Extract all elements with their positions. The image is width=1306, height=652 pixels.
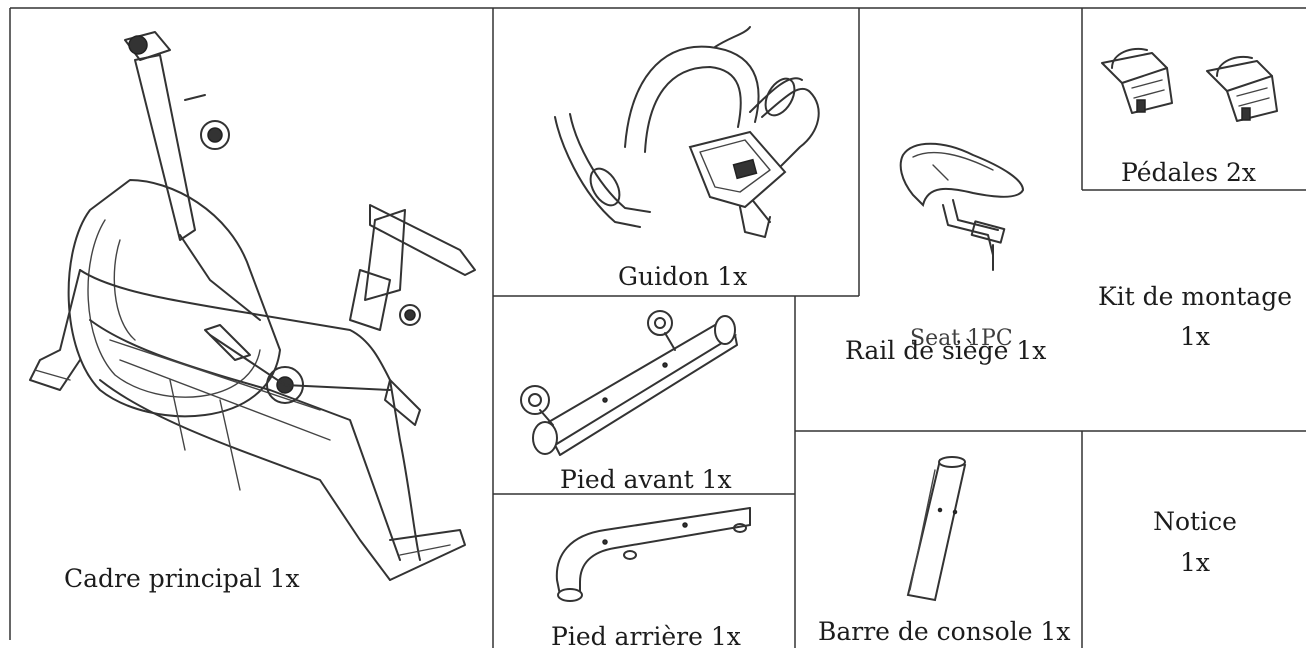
bike-frame-illustration	[29, 31, 476, 581]
pedals-illustration	[1101, 48, 1278, 122]
seat-illustration	[899, 142, 1025, 271]
rear-foot-illustration	[555, 507, 751, 602]
pedals-label: Pédales 2x	[1121, 158, 1256, 187]
handlebar-label: Guidon 1x	[618, 262, 748, 291]
rear-foot-label: Pied arrière 1x	[551, 622, 741, 651]
mount-kit-label: Kit de montage	[1097, 282, 1293, 311]
main-frame-label: Cadre principal 1x	[64, 564, 300, 593]
front-foot-label: Pied avant 1x	[560, 465, 732, 494]
mount-kit-qty: 1x	[1179, 322, 1210, 351]
front-foot-illustration	[520, 310, 738, 456]
seat-overlay-label: Seat 1PC	[910, 326, 1013, 351]
handlebar-illustration	[554, 26, 820, 238]
console-bar-illustration	[906, 456, 967, 602]
console-bar-label: Barre de console 1x	[818, 617, 1071, 646]
seat-rail-label: Rail de siège 1x	[845, 336, 1047, 365]
manual-qty: 1x	[1179, 548, 1210, 577]
manual-label: Notice	[1153, 507, 1237, 536]
